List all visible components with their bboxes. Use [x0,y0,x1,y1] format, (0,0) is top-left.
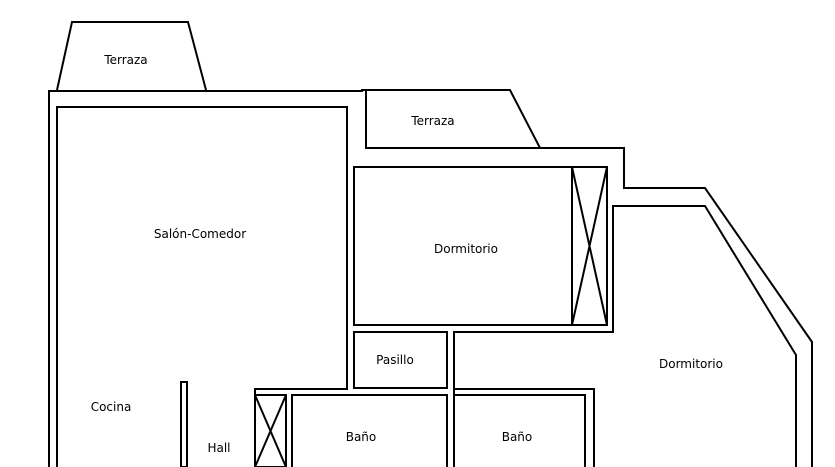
bathroom-left-label: Baño [346,430,377,444]
hall-area [180,381,287,467]
terrace-top-right [365,90,540,149]
kitchen-label: Cocina [91,400,132,414]
bathroom-right [453,394,586,467]
terrace-top-left [56,21,207,91]
hallway-label: Pasillo [376,353,414,367]
bathroom-right-label: Baño [502,430,533,444]
hall-label: Hall [207,441,230,455]
bathroom-left [291,394,448,467]
bedroom-upper-label: Dormitorio [434,242,498,256]
outer-wall [48,89,813,467]
hallway-box [353,331,448,389]
terrace-top-right-label: Terraza [410,114,454,128]
bedroom-upper [353,166,608,326]
terrace-top-left-label: Terraza [103,53,147,67]
living-dining-label: Salón-Comedor [154,227,246,241]
bedroom-right-label: Dormitorio [659,357,723,371]
